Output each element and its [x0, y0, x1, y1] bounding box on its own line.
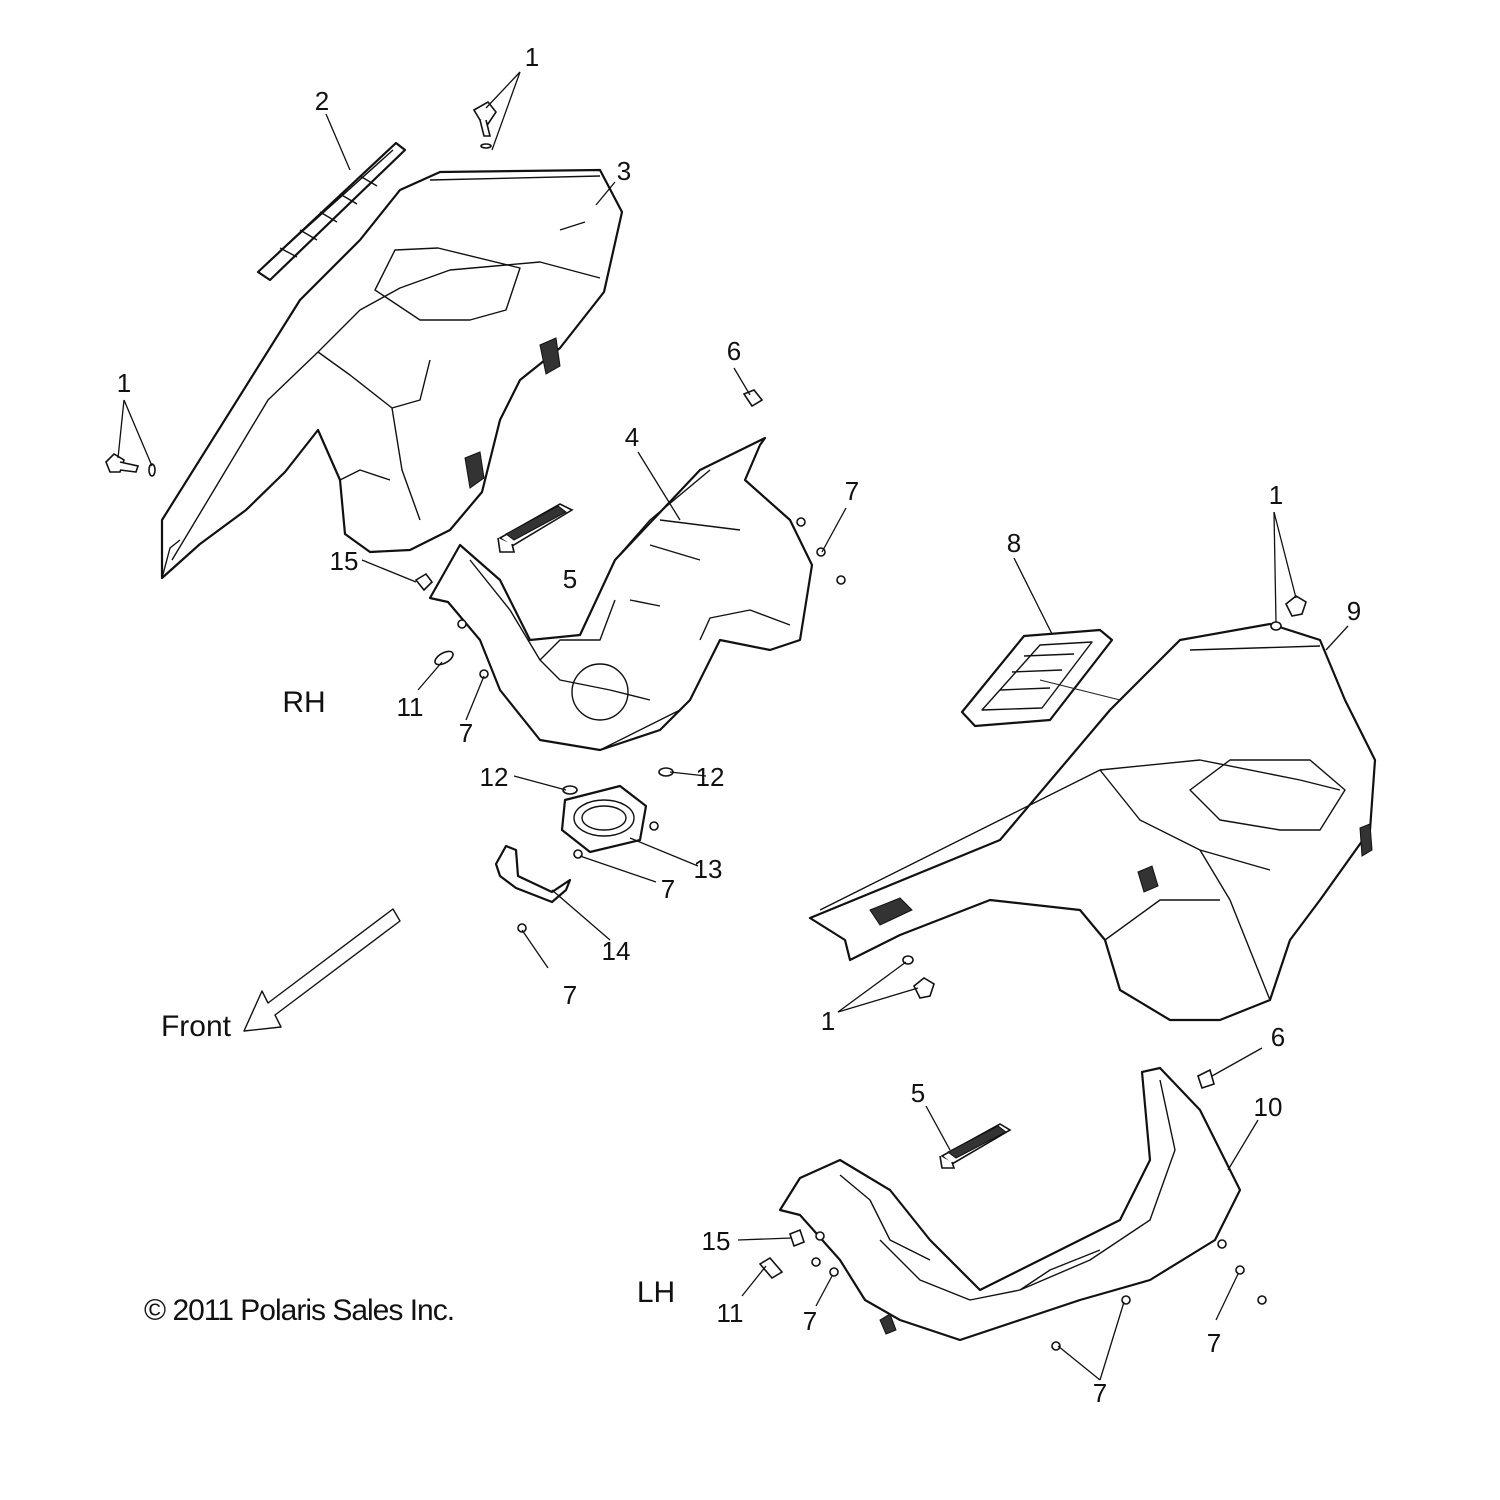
callout-1-left: 1 [117, 368, 131, 398]
callout-3: 3 [617, 156, 631, 186]
callout-5-lh: 5 [911, 1078, 925, 1108]
part-6-clip-rh [742, 389, 764, 408]
callout-7-a: 7 [845, 476, 859, 506]
part-15-pin-lh [789, 1228, 805, 1248]
callout-9: 9 [1347, 596, 1361, 626]
callout-7-d: 7 [563, 980, 577, 1010]
callout-4: 4 [625, 422, 639, 452]
copyright-notice: © 2011 Polaris Sales Inc. [144, 1294, 454, 1327]
part-1-fastener-top [472, 100, 497, 149]
rh-side-label: RH [282, 686, 325, 719]
callout-14: 14 [602, 936, 631, 966]
part-12-washers [562, 767, 674, 795]
part-11-clip-lh [758, 1256, 784, 1280]
part-4-footwell-rh [428, 436, 814, 752]
callout-5-rh: 5 [563, 564, 577, 594]
callout-8: 8 [1007, 528, 1021, 558]
callout-13: 13 [694, 854, 723, 884]
callout-7-e: 7 [803, 1306, 817, 1336]
part-11-clip-rh [434, 650, 454, 666]
callout-10: 10 [1254, 1092, 1283, 1122]
part-5-grab-handle-lh [939, 1123, 1012, 1169]
callout-11-lh: 11 [717, 1298, 744, 1328]
callout-11-rh: 11 [397, 692, 424, 722]
part-8-vent-grille-lh [960, 628, 1121, 728]
callout-1-right-bottom: 1 [821, 1006, 835, 1036]
part-9-side-panel-lh [808, 622, 1377, 1022]
callout-1-top: 1 [525, 42, 539, 72]
callout-15-rh: 15 [330, 546, 359, 576]
callout-15-lh: 15 [702, 1226, 731, 1256]
part-7-screws [457, 517, 1267, 1351]
callout-7-c: 7 [661, 874, 675, 904]
part-13-speaker-ring [560, 784, 648, 854]
front-direction-arrow-icon [243, 908, 401, 1032]
part-2-vent-grille-rh [256, 141, 407, 282]
callout-12-left: 12 [480, 762, 509, 792]
part-15-pin-rh [414, 572, 434, 592]
part-14-bracket [494, 844, 572, 904]
part-10-footwell-lh [778, 1066, 1242, 1342]
callout-7-g: 7 [1093, 1378, 1107, 1408]
part-1-fastener-left [105, 452, 156, 477]
lh-side-label: LH [637, 1276, 675, 1309]
front-label: Front [161, 1010, 232, 1043]
part-3-side-panel-rh [160, 168, 624, 580]
callout-12-right: 12 [696, 762, 725, 792]
callout-7-b: 7 [459, 718, 473, 748]
callout-7-f: 7 [1207, 1328, 1221, 1358]
part-1-fastener-right-top [1270, 595, 1307, 631]
part-6-clip-lh [1197, 1068, 1215, 1090]
callout-6-lh: 6 [1271, 1022, 1285, 1052]
part-5-grab-handle-rh [497, 503, 574, 553]
leader-lines [117, 71, 1349, 1381]
callout-1-right-top: 1 [1269, 480, 1283, 510]
callout-numbers: 1 2 3 1 6 4 7 5 15 11 7 12 12 13 7 14 7 … [117, 42, 1361, 1408]
callout-6-rh: 6 [727, 336, 741, 366]
callout-2: 2 [315, 86, 329, 116]
